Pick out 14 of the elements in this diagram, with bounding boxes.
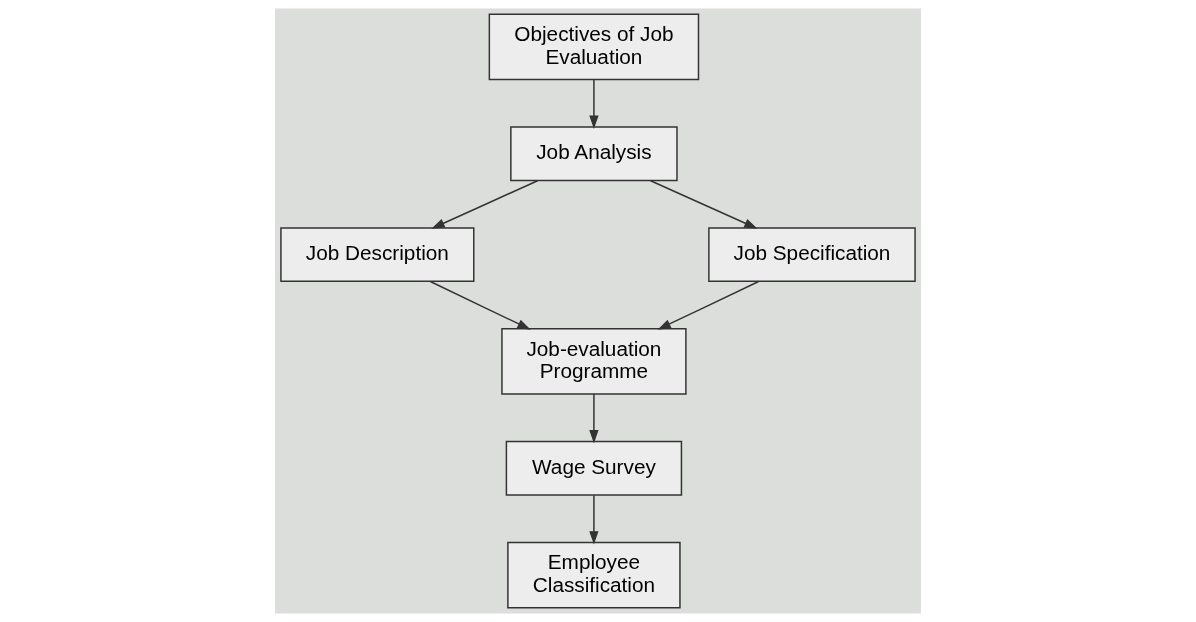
arrow (649, 180, 758, 229)
node-box: Objectives of Job Evaluation (488, 13, 700, 81)
arrow (429, 280, 531, 330)
arrow (589, 393, 599, 444)
node-box: Wage Survey (505, 440, 683, 496)
node-box: Job Analysis (510, 126, 678, 182)
arrow (589, 494, 599, 545)
node-box: Job-evaluation Programme (501, 328, 687, 395)
node-box: Employee Classification (507, 541, 681, 609)
arrow (589, 78, 599, 129)
node-box: Job Description (280, 227, 475, 283)
node-box: Job Specification (708, 227, 916, 283)
arrow (657, 280, 760, 330)
arrow (431, 180, 539, 229)
